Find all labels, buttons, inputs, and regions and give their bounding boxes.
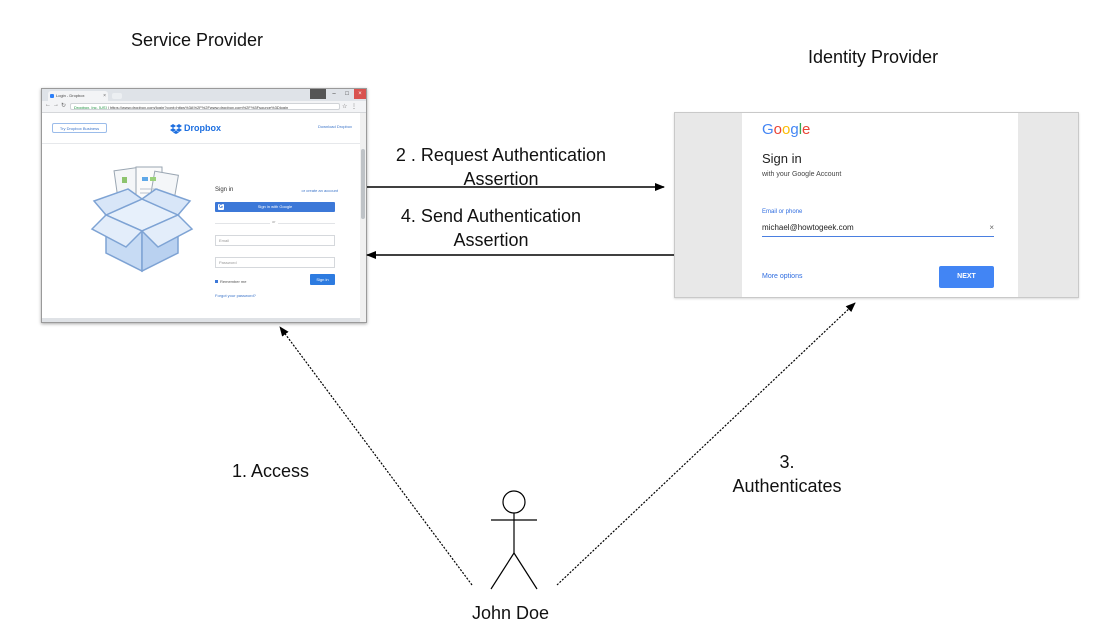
dropbox-logo-text: Dropbox xyxy=(184,123,221,133)
close-icon[interactable]: × xyxy=(354,89,366,99)
identity-provider-google-signin: Google Sign in with your Google Account … xyxy=(674,112,1079,298)
address-bar[interactable]: Dropbox, Inc. [US] | https://www.dropbox… xyxy=(70,103,340,110)
forgot-password-link[interactable]: Forgot your password? xyxy=(215,293,256,298)
create-account-link[interactable]: or create an account xyxy=(301,188,338,193)
identity-provider-label: Identity Provider xyxy=(808,47,939,67)
scrollbar-thumb[interactable] xyxy=(361,149,365,219)
minimize-icon[interactable]: – xyxy=(332,91,336,97)
dropbox-logo[interactable]: Dropbox xyxy=(170,122,221,134)
dropbox-favicon-icon xyxy=(50,94,54,98)
tab-close-icon[interactable]: × xyxy=(103,93,106,99)
menu-icon[interactable]: ⋮ xyxy=(351,104,357,110)
google-g-icon: G xyxy=(218,204,224,210)
google-logo-letter: o xyxy=(773,121,783,138)
browser-toolbar: ← → ↻ Dropbox, Inc. [US] | https://www.d… xyxy=(42,101,366,113)
download-dropbox-link[interactable]: Download Dropbox xyxy=(317,124,352,129)
step3-line1: 3. xyxy=(779,452,795,472)
reload-icon[interactable]: ↻ xyxy=(61,103,67,109)
new-tab-button[interactable] xyxy=(112,93,122,99)
google-sign-in-subtitle: with your Google Account xyxy=(762,171,842,178)
step2-line2: Assertion xyxy=(463,169,539,189)
horizontal-scrollbar[interactable] xyxy=(42,318,360,322)
google-logo: Google xyxy=(762,121,810,138)
dropbox-sign-in-button[interactable]: Sign in xyxy=(310,274,335,285)
google-sign-in-title: Sign in xyxy=(762,151,802,166)
browser-tab[interactable]: Login - Dropbox × xyxy=(48,91,108,101)
step4-line1: 4. Send Authentication xyxy=(400,206,582,226)
try-business-button[interactable]: Try Dropbox Business xyxy=(52,123,107,133)
service-provider-browser: Login - Dropbox × – □ × ← → ↻ Dropbox, I… xyxy=(41,88,367,323)
remember-me-checkbox[interactable]: Remember me xyxy=(215,279,246,284)
step3-label: 3. Authenticates xyxy=(716,450,858,498)
person-figure-icon xyxy=(490,490,538,590)
step4-label: 4. Send Authentication Assertion xyxy=(371,204,611,252)
google-signin-card: Google Sign in with your Google Account … xyxy=(742,113,1018,297)
or-text: or xyxy=(270,219,278,224)
step2-label: 2 . Request Authentication Assertion xyxy=(371,143,631,191)
email-or-phone-label: Email or phone xyxy=(762,209,803,215)
browser-tab-title: Login - Dropbox xyxy=(56,93,85,98)
password-field[interactable]: Password xyxy=(215,257,335,268)
actor-name: John Doe xyxy=(472,603,550,623)
dropbox-logo-icon xyxy=(170,123,182,134)
checkbox-checked-icon xyxy=(215,280,218,284)
email-field[interactable]: Email xyxy=(215,235,335,246)
vertical-scrollbar[interactable] xyxy=(360,113,366,322)
arrow-authenticates xyxy=(556,302,856,586)
open-box-illustration xyxy=(90,166,194,273)
next-button[interactable]: NEXT xyxy=(939,266,994,288)
dropbox-sign-in-title: Sign in xyxy=(215,187,234,193)
browser-tab-bar: Login - Dropbox × – □ × xyxy=(42,89,366,101)
google-logo-letter: o xyxy=(782,121,791,138)
profile-button[interactable] xyxy=(310,89,326,99)
forward-arrow-icon[interactable]: → xyxy=(53,102,59,108)
google-logo-letter: g xyxy=(790,121,799,138)
arrow-access xyxy=(279,326,473,586)
google-logo-letter: l xyxy=(798,121,803,138)
url-text: https://www.dropbox.com/login?cont=https… xyxy=(109,105,289,110)
more-options-link[interactable]: More options xyxy=(762,273,803,280)
header-divider xyxy=(42,143,360,144)
step3-line2: Authenticates xyxy=(732,476,842,496)
step4-line2: Assertion xyxy=(453,230,529,250)
clear-input-icon[interactable]: × xyxy=(989,223,994,232)
maximize-icon[interactable]: □ xyxy=(345,91,349,97)
google-logo-letter: G xyxy=(762,121,774,138)
step1-label: 1. Access xyxy=(232,461,310,481)
step2-line1: 2 . Request Authentication xyxy=(395,145,607,165)
google-button-label: Sign in with Google xyxy=(257,204,293,209)
input-underline xyxy=(762,236,994,237)
dropbox-login-page: Try Dropbox Business Dropbox Download Dr… xyxy=(42,113,360,322)
back-arrow-icon[interactable]: ← xyxy=(45,102,51,108)
remember-me-label: Remember me xyxy=(220,279,247,284)
google-logo-letter: e xyxy=(802,121,811,138)
secure-origin-label: Dropbox, Inc. [US] xyxy=(74,105,107,110)
email-or-phone-input[interactable]: michael@howtogeek.com xyxy=(762,223,854,232)
sign-in-with-google-button[interactable]: G Sign in with Google xyxy=(215,202,335,212)
bookmark-star-icon[interactable]: ☆ xyxy=(342,104,348,110)
service-provider-label: Service Provider xyxy=(131,30,264,50)
